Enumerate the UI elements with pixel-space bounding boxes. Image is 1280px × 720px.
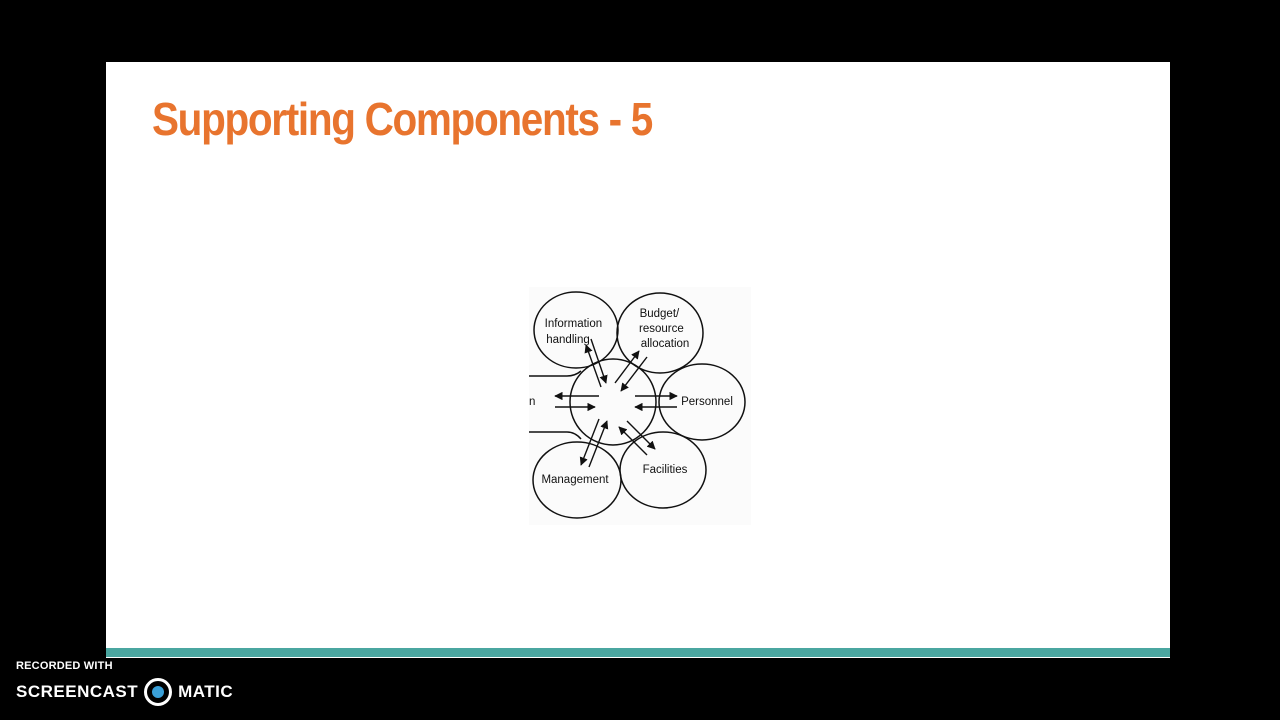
brand-left-text: SCREENCAST bbox=[16, 682, 139, 701]
slide: Supporting Components - 5 bbox=[106, 62, 1170, 658]
arrow-from-management bbox=[588, 420, 609, 468]
arrow-to-facilities bbox=[626, 420, 656, 450]
arrow-to-budget bbox=[614, 350, 640, 384]
supporting-components-diagram: Information handling Budget/ resource al… bbox=[529, 287, 751, 525]
screencastomatic-logo-icon bbox=[144, 678, 173, 706]
arrow-to-management bbox=[579, 418, 600, 466]
recorded-with-label: RECORDED WITH bbox=[16, 660, 113, 672]
arrow-from-facilities bbox=[618, 426, 648, 456]
circle-information-handling bbox=[533, 291, 619, 369]
label-budget: Budget/ resource allocation bbox=[639, 308, 689, 350]
circle-budget bbox=[616, 292, 704, 374]
screencast-brand: SCREENCAST MATIC bbox=[16, 678, 233, 706]
label-personnel: Personnel bbox=[681, 396, 733, 408]
label-information-handling: Information handling bbox=[545, 318, 606, 346]
circle-management bbox=[532, 441, 622, 519]
arrow-from-budget bbox=[620, 356, 648, 392]
brand-right-text: MATIC bbox=[178, 682, 234, 701]
center-circle bbox=[569, 358, 657, 446]
arrow-to-info bbox=[584, 344, 602, 388]
arrow-from-info bbox=[590, 338, 608, 384]
left-connector-bottom bbox=[529, 431, 582, 440]
label-management: Management bbox=[541, 474, 609, 486]
label-facilities: Facilities bbox=[643, 464, 688, 476]
label-cropped-node: n bbox=[529, 396, 535, 408]
left-connector-top bbox=[529, 370, 582, 377]
screencast-watermark: RECORDED WITH SCREENCAST MATIC bbox=[16, 660, 233, 706]
circle-personnel bbox=[658, 363, 746, 441]
slide-title: Supporting Components - 5 bbox=[152, 93, 653, 145]
diagram-svg: Information handling Budget/ resource al… bbox=[529, 291, 746, 519]
slide-accent-bar bbox=[106, 648, 1170, 657]
